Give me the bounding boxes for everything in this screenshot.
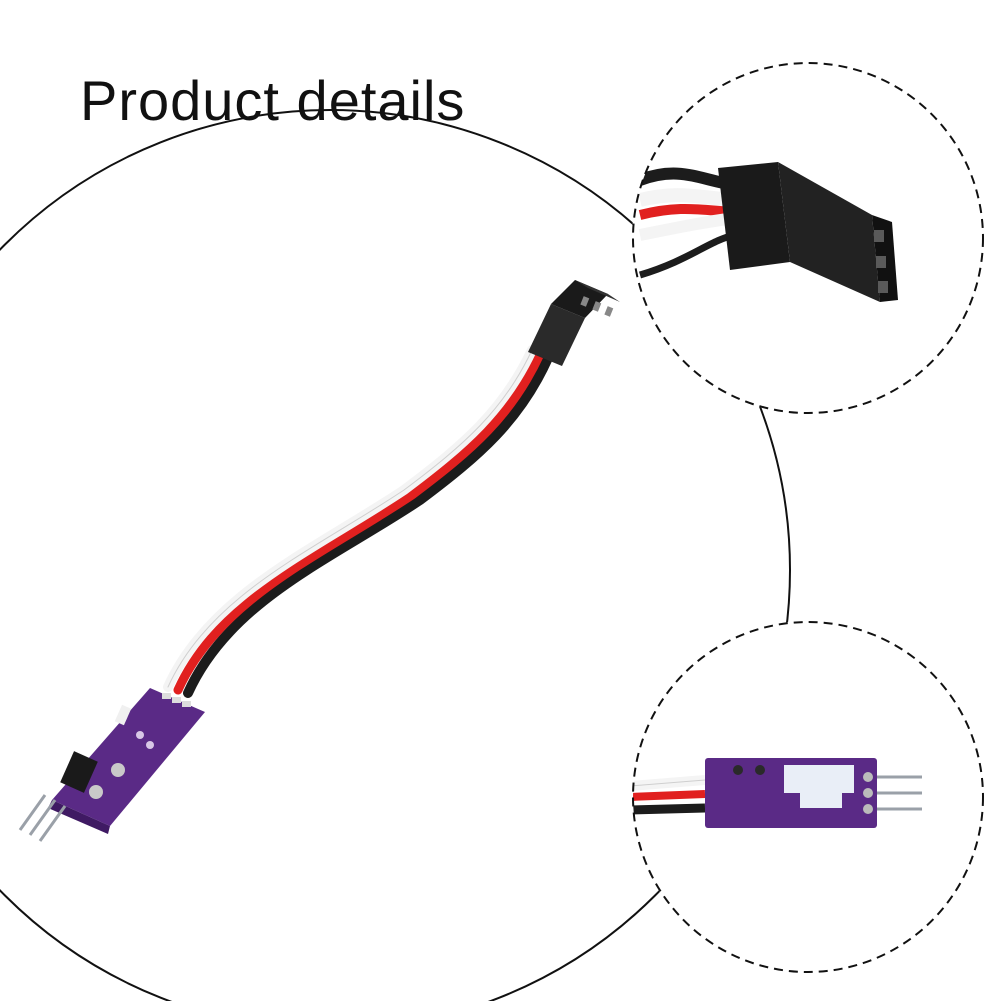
large-outline-circle (0, 109, 791, 1001)
zoom-callout-connector (637, 162, 898, 302)
zoom-circle-bottom (632, 621, 984, 973)
zoom-circle-top (632, 62, 984, 414)
header-pins (18, 794, 67, 842)
page-title: Product details (80, 69, 466, 132)
zoom-callout-board (633, 758, 922, 828)
pcb-board (48, 688, 205, 834)
product-photo-main (18, 280, 620, 842)
servo-connector (528, 280, 620, 366)
servo-cable (163, 345, 553, 698)
